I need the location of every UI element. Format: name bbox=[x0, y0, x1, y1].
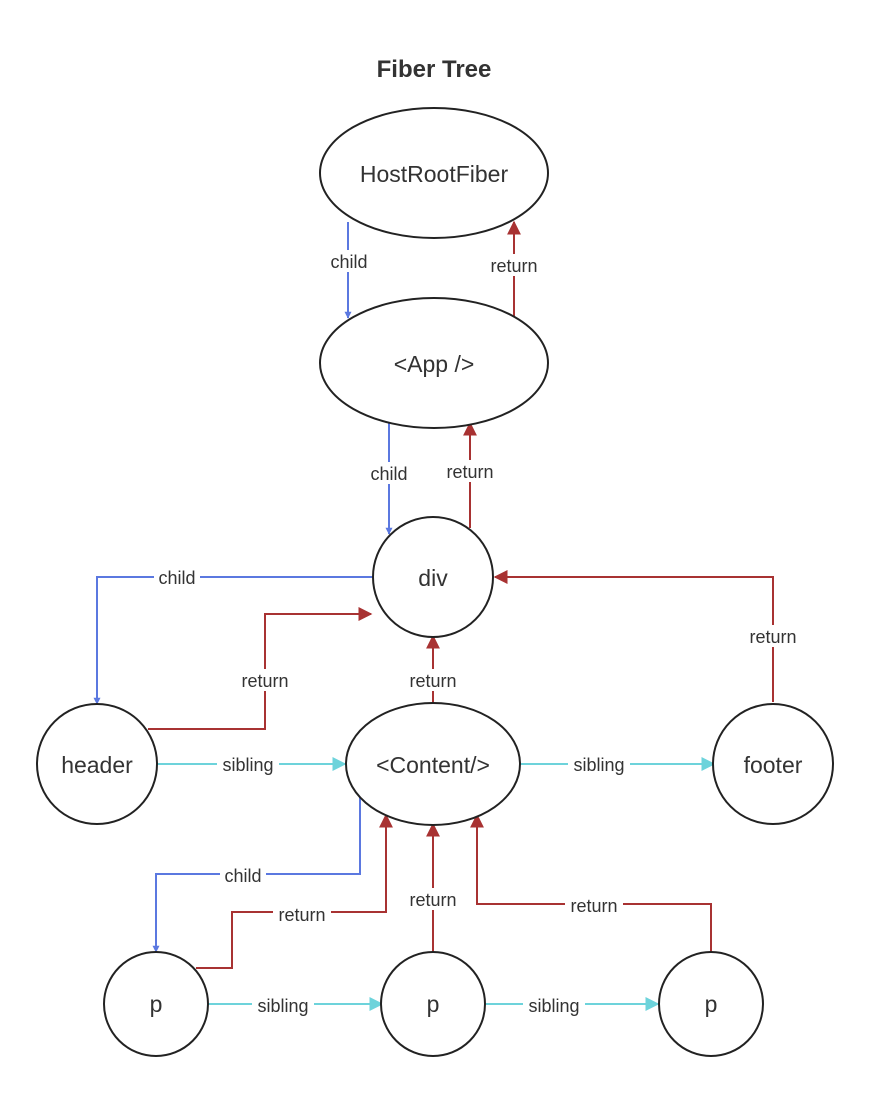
svg-text:child: child bbox=[224, 866, 261, 886]
node-header: header bbox=[36, 703, 158, 825]
edge-label-content-div-return: return bbox=[404, 669, 462, 691]
svg-text:return: return bbox=[278, 905, 325, 925]
svg-text:<App />: <App /> bbox=[394, 351, 475, 377]
edge-footer-div-return bbox=[493, 570, 774, 702]
edge-label-p1-content-return: return bbox=[273, 903, 331, 925]
svg-text:child: child bbox=[158, 568, 195, 588]
svg-text:return: return bbox=[490, 256, 537, 276]
svg-text:HostRootFiber: HostRootFiber bbox=[360, 161, 509, 187]
svg-text:return: return bbox=[749, 627, 796, 647]
edge-label-p3-content-return: return bbox=[565, 894, 623, 916]
node-host-root-fiber: HostRootFiber bbox=[319, 107, 549, 239]
svg-text:div: div bbox=[418, 565, 448, 591]
edge-label-app-div-child: child bbox=[366, 462, 412, 484]
edge-label-header-div-return: return bbox=[236, 669, 294, 691]
svg-text:child: child bbox=[370, 464, 407, 484]
svg-text:p: p bbox=[150, 991, 163, 1017]
node-app: <App /> bbox=[319, 297, 549, 429]
edge-label-app-root-return: return bbox=[485, 254, 543, 276]
svg-text:header: header bbox=[61, 752, 133, 778]
edge-label-footer-div-return: return bbox=[744, 625, 802, 647]
svg-text:footer: footer bbox=[744, 752, 803, 778]
svg-text:return: return bbox=[409, 890, 456, 910]
edge-label-root-app-child: child bbox=[326, 250, 372, 272]
node-footer: footer bbox=[712, 703, 834, 825]
svg-text:return: return bbox=[570, 896, 617, 916]
node-p1: p bbox=[103, 951, 209, 1057]
svg-text:child: child bbox=[330, 252, 367, 272]
svg-text:<Content/>: <Content/> bbox=[376, 752, 490, 778]
node-div: div bbox=[372, 516, 494, 638]
svg-text:sibling: sibling bbox=[257, 996, 308, 1016]
edge-p1-content-return bbox=[196, 813, 393, 969]
edge-div-header-child bbox=[93, 576, 373, 705]
svg-text:p: p bbox=[427, 991, 440, 1017]
svg-text:return: return bbox=[409, 671, 456, 691]
edge-label-content-p1-child: child bbox=[220, 864, 266, 886]
svg-text:return: return bbox=[446, 462, 493, 482]
edge-label-div-app-return: return bbox=[441, 460, 499, 482]
diagram-title: Fiber Tree bbox=[377, 56, 492, 83]
node-content: <Content/> bbox=[345, 702, 521, 826]
svg-text:sibling: sibling bbox=[528, 996, 579, 1016]
node-p2: p bbox=[380, 951, 486, 1057]
svg-text:return: return bbox=[241, 671, 288, 691]
edge-label-div-header-child: child bbox=[154, 566, 200, 588]
edge-label-p1-p2-sibling: sibling bbox=[252, 994, 314, 1016]
node-p3: p bbox=[658, 951, 764, 1057]
edge-label-p2-p3-sibling: sibling bbox=[523, 994, 585, 1016]
edge-label-content-footer-sibling: sibling bbox=[568, 753, 630, 775]
edge-p3-content-return bbox=[470, 813, 712, 952]
svg-text:sibling: sibling bbox=[573, 755, 624, 775]
svg-text:sibling: sibling bbox=[222, 755, 273, 775]
edge-label-p2-content-return: return bbox=[404, 888, 462, 910]
edge-label-header-content-sibling: sibling bbox=[217, 753, 279, 775]
svg-text:p: p bbox=[705, 991, 718, 1017]
